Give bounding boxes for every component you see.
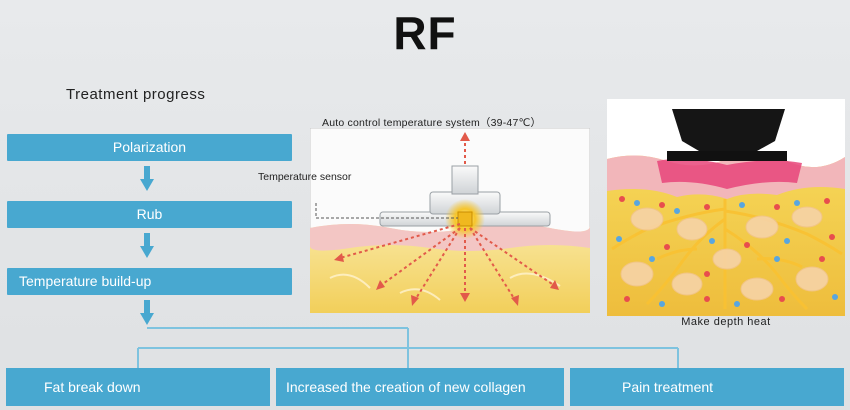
treatment-progress-heading: Treatment progress <box>66 86 206 103</box>
step-temperature-build-up: Temperature build-up <box>7 268 292 295</box>
step-polarization: Polarization <box>7 134 292 161</box>
depth-heat-illustration <box>607 99 845 316</box>
down-arrow-icon <box>140 233 154 258</box>
outcome-fat-break-down: Fat break down <box>6 368 270 406</box>
step-rub: Rub <box>7 201 292 228</box>
depth-heat-label: Make depth heat <box>681 316 771 328</box>
down-arrow-icon <box>140 300 154 325</box>
outcome-new-collagen: Increased the creation of new collagen <box>276 368 564 406</box>
outcome-pain-treatment: Pain treatment <box>570 368 844 406</box>
page-title: RF <box>393 7 457 59</box>
rf-probe-illustration <box>310 128 590 313</box>
temperature-sensor-label: Temperature sensor <box>258 171 352 183</box>
auto-control-label: Auto control temperature system（39-47℃） <box>322 117 542 129</box>
down-arrow-icon <box>140 166 154 191</box>
